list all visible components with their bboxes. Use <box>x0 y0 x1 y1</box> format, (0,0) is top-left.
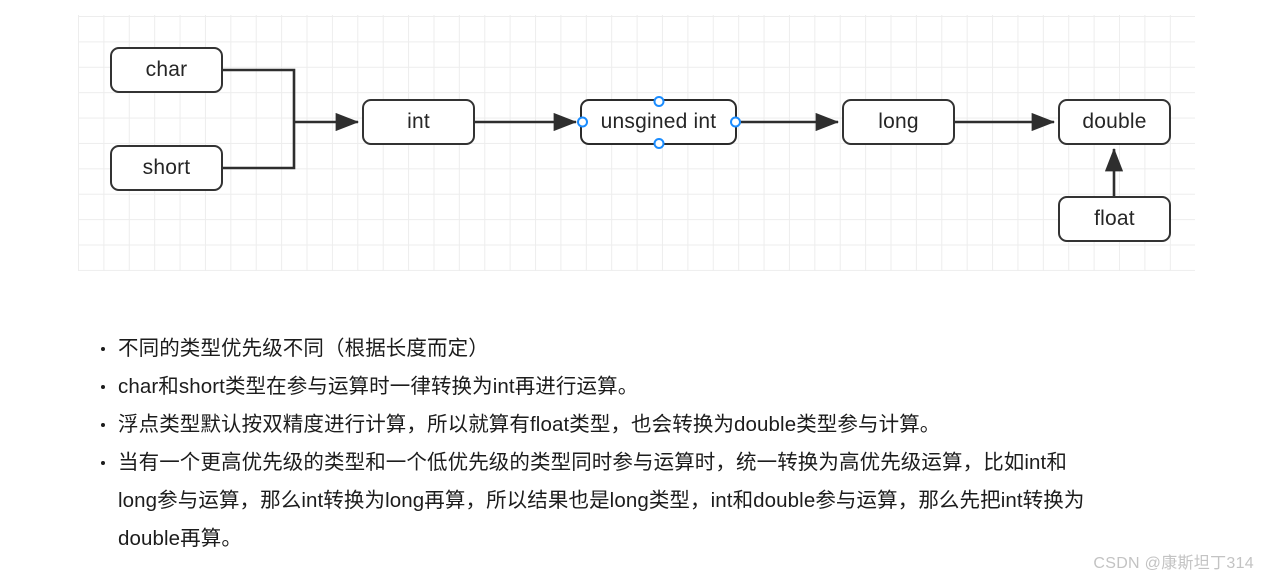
node-short-label: short <box>142 156 191 179</box>
node-int[interactable]: int <box>362 99 475 145</box>
connection-handle-right-icon[interactable] <box>729 116 741 128</box>
node-long[interactable]: long <box>842 99 955 145</box>
connection-handle-top-icon[interactable] <box>653 95 664 107</box>
connection-handle-left-icon[interactable] <box>576 116 588 128</box>
notes-list: 不同的类型优先级不同（根据长度而定） char和short类型在参与运算时一律转… <box>98 330 1228 558</box>
list-item: char和short类型在参与运算时一律转换为int再进行运算。 <box>98 368 1228 406</box>
note-line: 不同的类型优先级不同（根据长度而定） <box>118 337 489 360</box>
note-line: double再算。 <box>118 527 242 550</box>
note-line: char和short类型在参与运算时一律转换为int再进行运算。 <box>118 375 639 398</box>
node-double-label: double <box>1082 110 1147 133</box>
list-item: 浮点类型默认按双精度进行计算，所以就算有float类型，也会转换为double类… <box>98 406 1228 444</box>
connection-handle-bottom-icon[interactable] <box>653 137 664 149</box>
node-float[interactable]: float <box>1058 196 1171 242</box>
node-int-label: int <box>407 110 430 133</box>
node-long-label: long <box>878 110 919 133</box>
node-unsgined-int[interactable]: unsgined int <box>576 95 741 149</box>
diagram-canvas[interactable]: char short int unsgined int long double … <box>78 15 1195 271</box>
node-short[interactable]: short <box>110 145 223 191</box>
node-char[interactable]: char <box>110 47 223 93</box>
note-line: 浮点类型默认按双精度进行计算，所以就算有float类型，也会转换为double类… <box>118 413 941 436</box>
node-double[interactable]: double <box>1058 99 1171 145</box>
note-line: long参与运算，那么int转换为long再算，所以结果也是long类型，int… <box>118 489 1085 512</box>
edge-char-to-int <box>223 68 296 122</box>
note-line: 当有一个更高优先级的类型和一个低优先级的类型同时参与运算时，统一转换为高优先级运… <box>118 451 1067 474</box>
diagram-edges <box>223 68 1124 196</box>
node-float-label: float <box>1094 207 1135 230</box>
list-item: 当有一个更高优先级的类型和一个低优先级的类型同时参与运算时，统一转换为高优先级运… <box>98 444 1228 558</box>
node-unsgined-int-label: unsgined int <box>600 110 717 133</box>
watermark: CSDN @康斯坦丁314 <box>1093 555 1254 572</box>
list-item: 不同的类型优先级不同（根据长度而定） <box>98 330 1228 368</box>
node-char-label: char <box>145 58 188 81</box>
edge-short-to-int <box>223 122 296 170</box>
